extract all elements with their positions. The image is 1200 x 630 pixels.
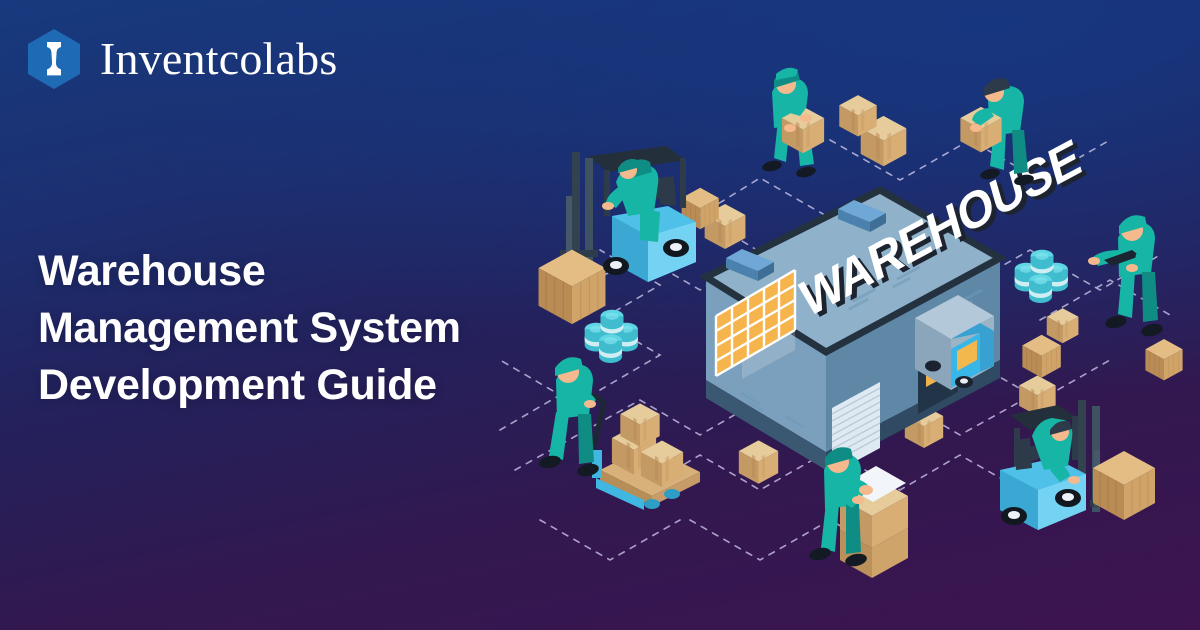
page-title-line-3: Development Guide (38, 360, 437, 409)
brand-logo[interactable]: Inventcolabs (26, 28, 337, 90)
brand-name: Inventcolabs (100, 33, 338, 84)
page-title-line-2: Management System (38, 303, 461, 352)
page-title: Warehouse Management System Development … (38, 243, 461, 413)
page-title-line-1: Warehouse (38, 247, 266, 295)
hexagon-i-logo-icon (28, 29, 80, 89)
